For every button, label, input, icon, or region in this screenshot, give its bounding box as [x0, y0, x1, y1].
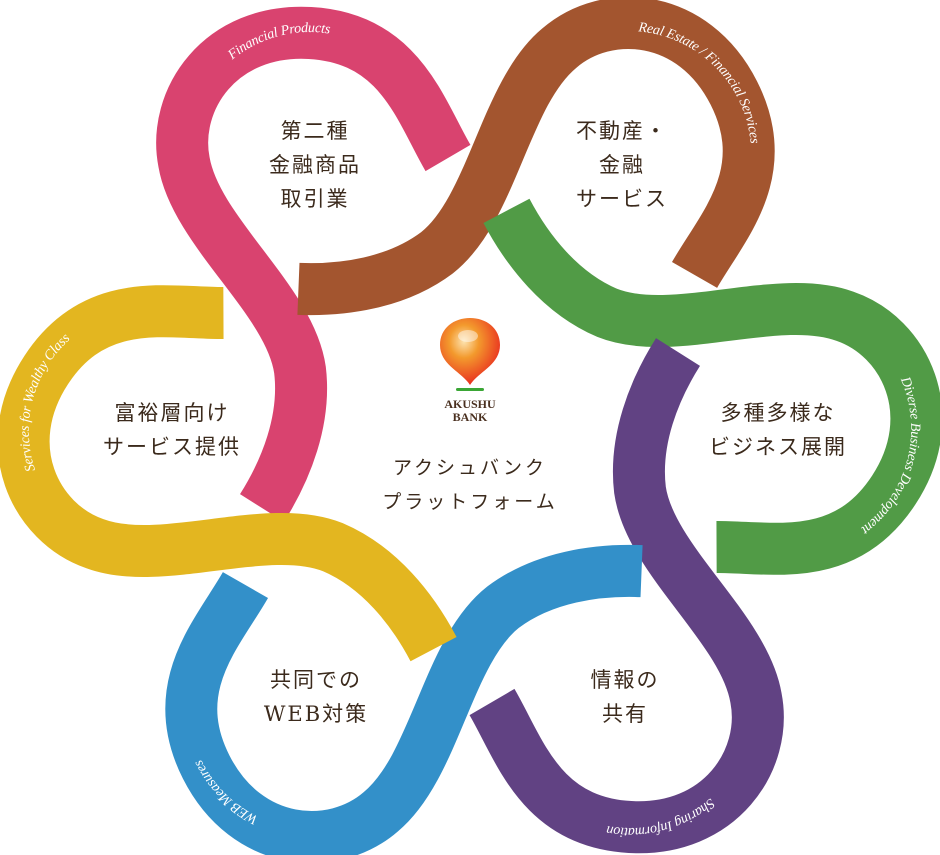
petal-sharing-information: Sharing Information: [469, 338, 784, 854]
ribbon-real-estate: [297, 0, 775, 316]
ribbon-sharing-information: [469, 338, 784, 854]
logo-wordmark: AKUSHU BANK: [444, 398, 495, 424]
ribbon-diverse-business: [483, 198, 940, 575]
petal-label-diverse-business: 多種多様な ビジネス展開: [709, 401, 847, 459]
petal-label-wealthy-services: 富裕層向け サービス提供: [103, 401, 241, 459]
logo-line-1: AKUSHU: [444, 397, 496, 411]
petal-label-real-estate: 不動産・ 金融 サービス: [576, 119, 668, 211]
ribbon-web-measures: [165, 544, 643, 855]
ribbon-wealthy-services: [0, 285, 457, 662]
logo-line-2: BANK: [452, 410, 488, 424]
akushu-bank-logo-icon: [440, 318, 500, 391]
center-title: アクシュバンク プラットフォーム: [382, 457, 558, 513]
petal-label-web-measures: 共同での WEB対策: [263, 668, 369, 726]
petal-financial-products: Financial Products: [156, 6, 471, 522]
ribbon-financial-products: [156, 6, 471, 522]
petal-label-sharing-information: 情報の 共有: [590, 668, 660, 726]
petal-label-financial-products: 第二種 金融商品 取引業: [269, 119, 361, 211]
